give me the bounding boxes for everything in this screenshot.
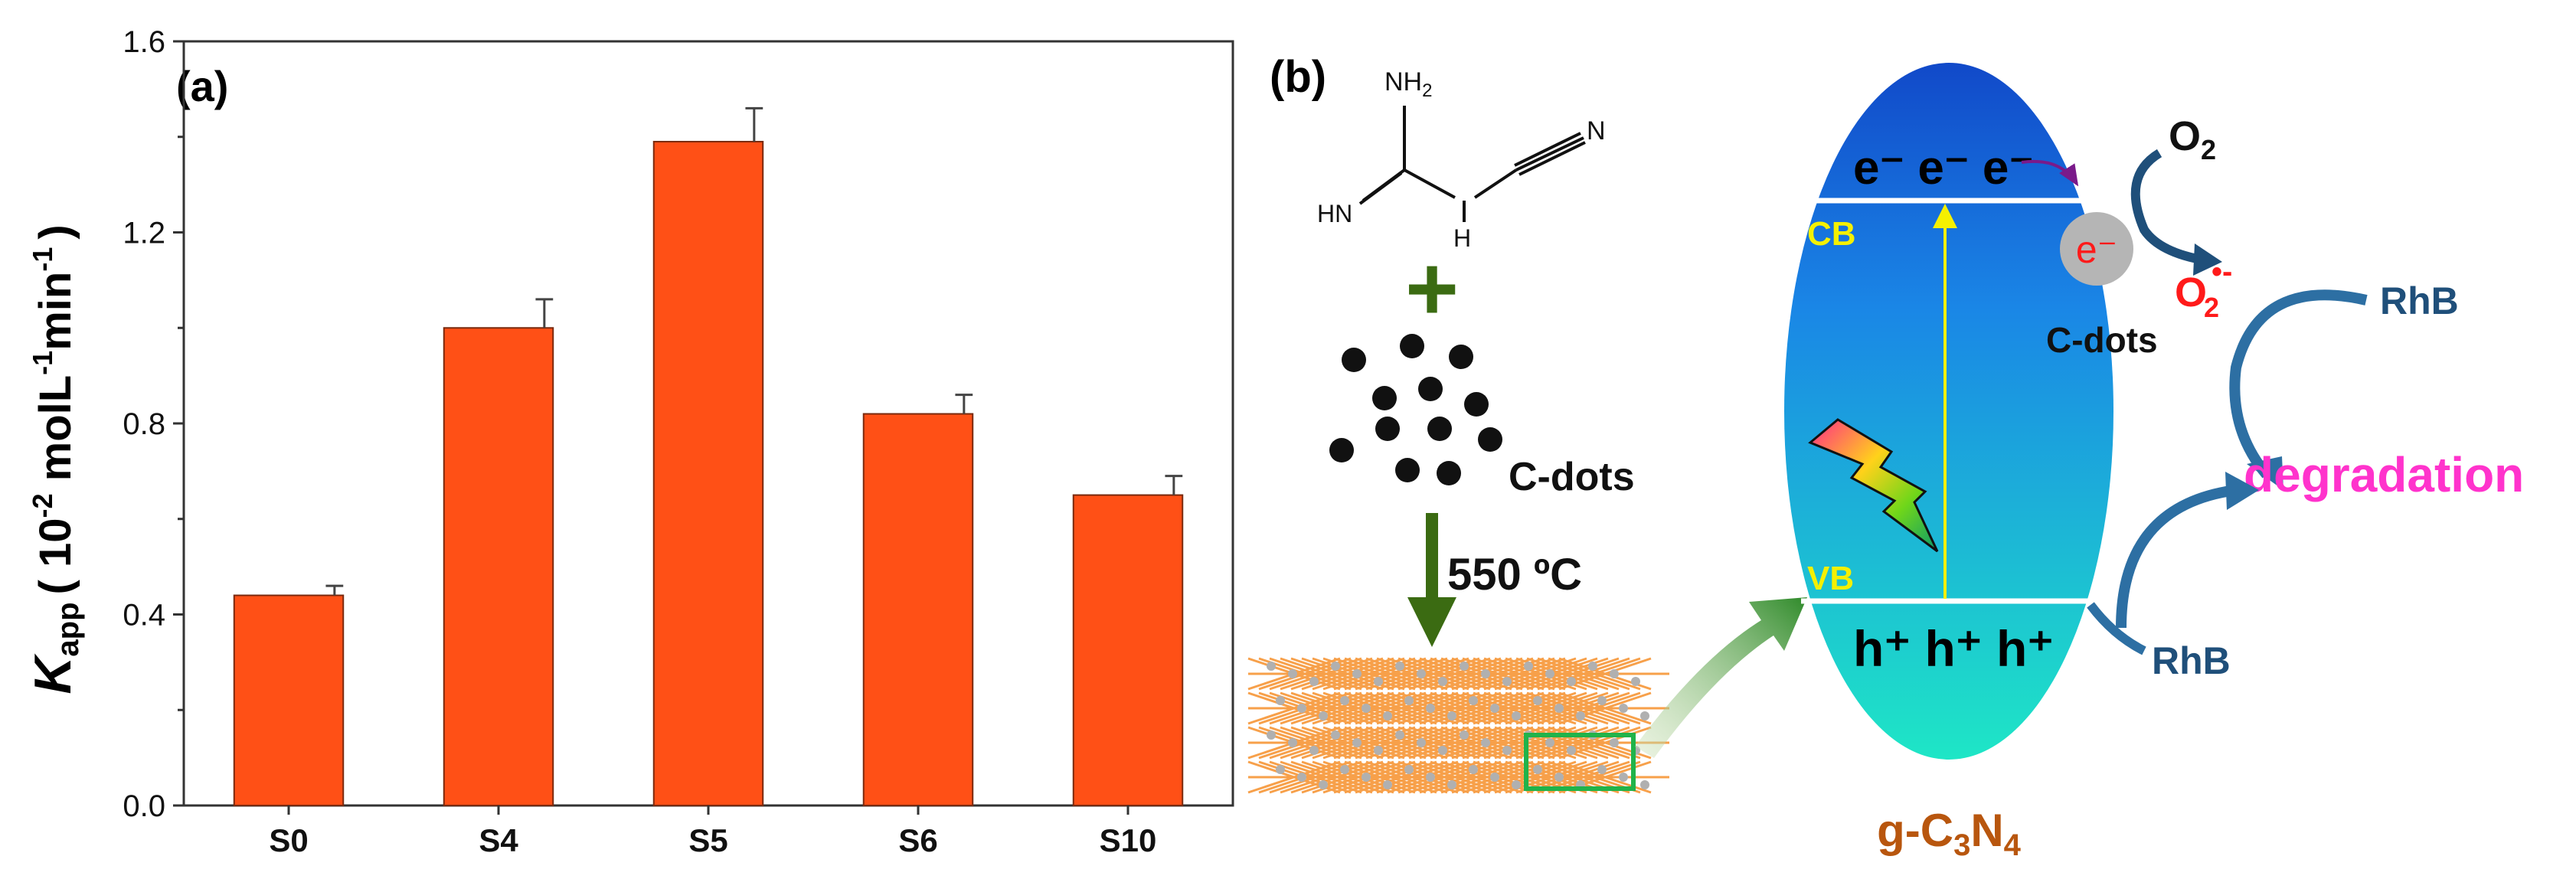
bar-s10 — [1072, 494, 1184, 806]
heating-arrow — [1407, 513, 1456, 647]
y-axis-units-open: ( 10 — [31, 518, 80, 594]
c-dot-acceptor — [2060, 212, 2133, 286]
rhb-bottom-arrow — [2116, 485, 2237, 629]
x-tick-label-s6: S6 — [898, 822, 937, 858]
n-atom: N — [1587, 116, 1606, 145]
superoxide-label: O2•- — [2175, 255, 2232, 323]
c-dots-cluster — [1329, 334, 1502, 485]
bar-chart: (a) Kapp( 10-2 molL-1min-1) 0.00.40.81.2… — [24, 25, 1234, 858]
bar-s0 — [233, 594, 345, 806]
bar-s5 — [652, 140, 764, 807]
h-atom: H — [1453, 224, 1471, 252]
bars — [233, 106, 1184, 807]
bar-s6 — [862, 413, 974, 807]
y-axis-close: ) — [31, 224, 80, 239]
o2-reduction-arrowhead — [2193, 243, 2222, 276]
hn-group: HN — [1317, 200, 1352, 227]
light-bolt-icon — [1808, 418, 1939, 553]
x-tick-label-s5: S5 — [688, 822, 727, 858]
dicyandiamide-structure — [1358, 106, 1586, 222]
sheet-layer — [1247, 657, 1669, 691]
nh2-group: NH2 — [1384, 67, 1432, 101]
c-dots-label-right: C-dots — [2046, 320, 2158, 360]
c-dots-label: C-dots — [1509, 455, 1635, 499]
cb-label: CB — [1807, 215, 1856, 253]
y-tick-label: 0.8 — [123, 407, 165, 441]
zoom-box — [1524, 733, 1636, 791]
vb-label: VB — [1807, 560, 1854, 597]
panel-label-b: (b) — [1270, 52, 1326, 102]
sheet-layer — [1247, 691, 1669, 725]
y-axis-title: Kapp( 10-2 molL-1min-1) — [24, 224, 85, 694]
y-tick-label: 0.4 — [123, 599, 165, 632]
x-tick-label-s0: S0 — [269, 822, 308, 858]
y-axis-k: K — [24, 653, 82, 694]
o2-label: O2 — [2169, 113, 2216, 165]
layered-sheets — [1247, 657, 1669, 794]
rhb-top-label: RhB — [2380, 279, 2459, 322]
mechanism-scheme: (b) NH2 HN H N + C-dots — [1247, 52, 2524, 862]
y-axis-min: min — [31, 272, 80, 351]
rhb-bottom-arrowhead — [2225, 472, 2259, 510]
g-c3n4-band-ellipse — [1784, 63, 2113, 760]
y-axis-mid: molL — [31, 375, 80, 494]
svg-text:Kapp( 10-2 molL-1min-1): Kapp( 10-2 molL-1min-1) — [24, 224, 85, 694]
sheet-layer — [1247, 760, 1669, 794]
y-axis-k-sub: app — [51, 602, 85, 656]
rhb-bottom-tail — [2087, 602, 2146, 655]
y-axis-exp1: -2 — [27, 493, 58, 518]
holes-label: h⁺ h⁺ h⁺ — [1853, 620, 2054, 677]
bar-s4 — [443, 327, 554, 806]
y-tick-label: 1.6 — [123, 25, 165, 59]
y-axis-exp2: -1 — [27, 351, 58, 375]
c-dot-electron: e⁻ — [2076, 228, 2117, 271]
plus-sign: + — [1405, 237, 1459, 340]
x-tick-label-s4: S4 — [479, 822, 518, 858]
rhb-top-arrowhead — [2247, 456, 2283, 490]
x-tick-label-s10: S10 — [1100, 822, 1157, 858]
electrons-label: e⁻ e⁻ e⁻ — [1853, 142, 2034, 194]
rhb-top-arrow — [2229, 289, 2368, 479]
degradation-label: degradation — [2244, 447, 2524, 502]
electron-transfer-arrow — [2021, 159, 2079, 187]
sheet-layer — [1247, 726, 1669, 760]
rhb-bottom-label: RhB — [2152, 639, 2231, 682]
zoom-arrow — [1635, 597, 1807, 758]
y-ticks: 0.0 0.4 0.8 1.2 1.6 — [123, 25, 184, 823]
o2-reduction-arrow — [2130, 149, 2206, 265]
temperature-label: 550 ºC — [1447, 550, 1582, 600]
y-tick-label: 0.0 — [123, 789, 165, 823]
material-label: g-C3N4 — [1877, 805, 2022, 862]
x-ticks: S0 S4 S5 S6 S10 — [269, 805, 1156, 858]
y-tick-label: 1.2 — [123, 217, 165, 250]
y-axis-exp3: -1 — [27, 247, 58, 272]
